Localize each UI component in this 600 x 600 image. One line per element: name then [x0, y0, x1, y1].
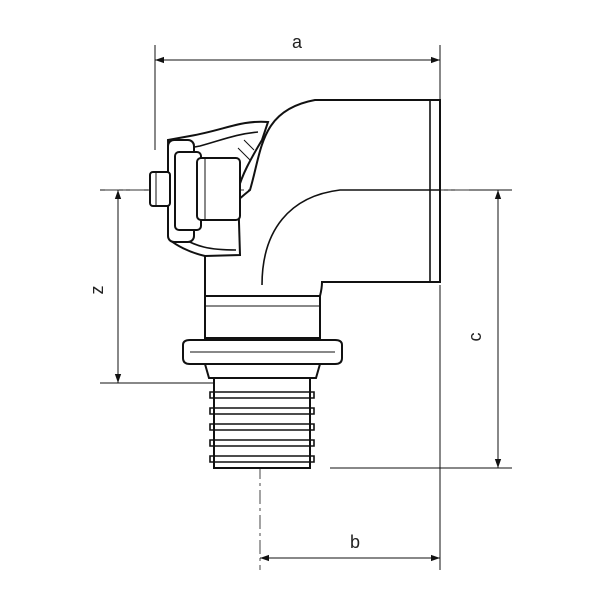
ribbed-spigot	[209, 377, 315, 469]
elbow-body	[182, 99, 441, 379]
label-b: b	[350, 532, 360, 552]
label-z: z	[87, 286, 107, 295]
mounting-bracket	[149, 120, 270, 258]
label-c: c	[465, 333, 485, 342]
label-a: a	[292, 32, 303, 52]
